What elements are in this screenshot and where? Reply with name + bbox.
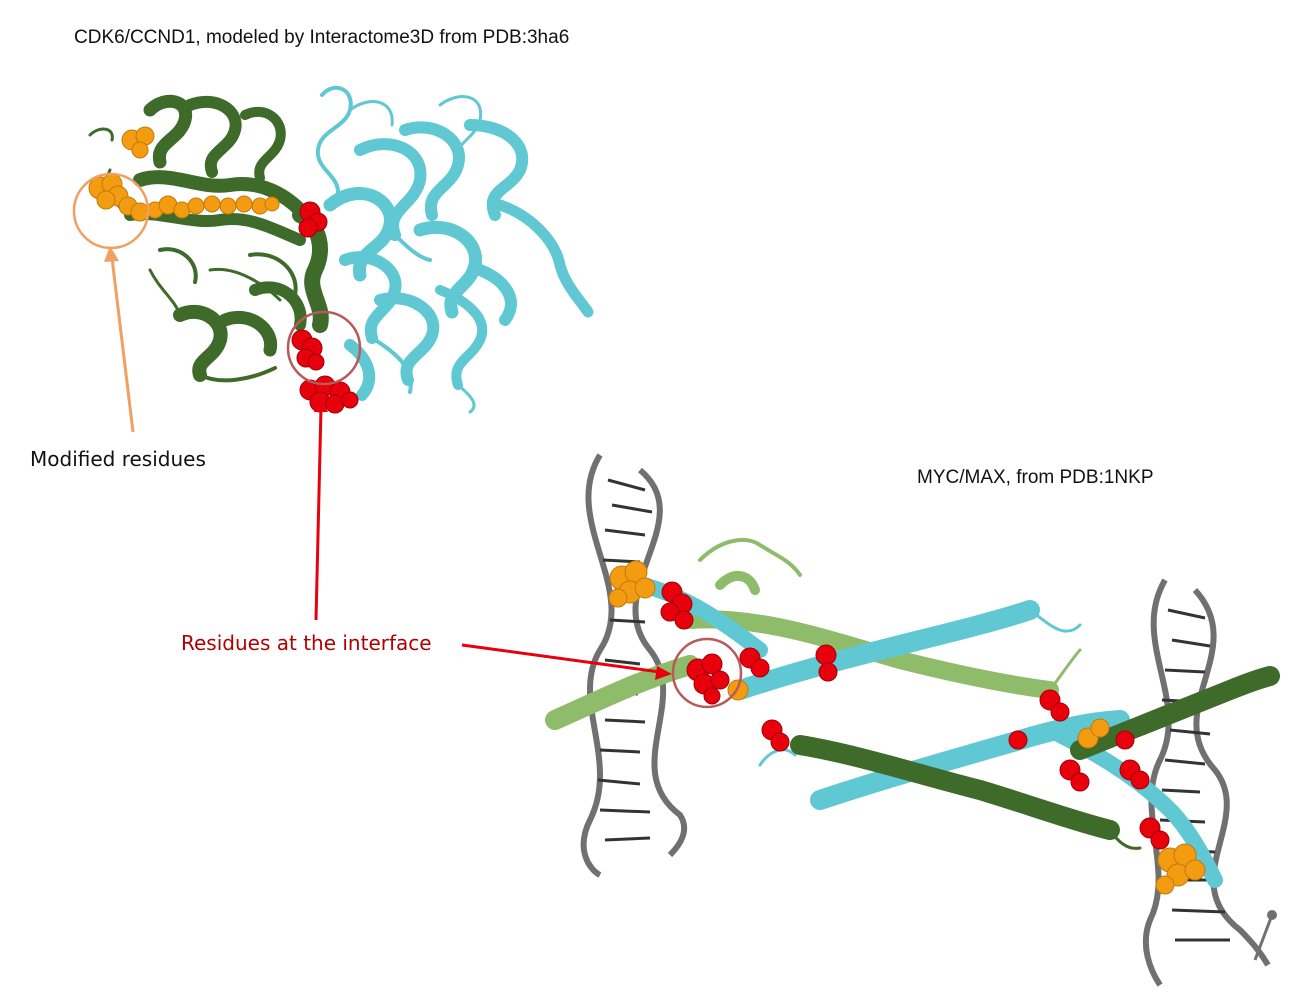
cdk6-ccnd1-title: CDK6/CCND1, modeled by Interactome3D fro…	[74, 27, 570, 48]
cdk6-interface-residues	[291, 201, 359, 414]
right-dna-helix	[1142, 578, 1277, 987]
myc-max-modified-residues	[608, 560, 1206, 895]
left-dna-helix	[580, 453, 688, 878]
myc-max-interface-residues	[660, 581, 1170, 850]
modified-residues-arrow	[104, 246, 135, 433]
myc-max-title: MYC/MAX, from PDB:1NKP	[917, 467, 1154, 488]
cdk6-modified-residues	[88, 126, 280, 222]
max-chain-dark-green	[790, 666, 1280, 850]
myc-max-interface-highlight-circle	[671, 637, 743, 709]
interface-residues-label: Residues at the interface	[181, 631, 432, 655]
ccnd1-chain	[315, 85, 594, 414]
myc-max-structure	[545, 453, 1280, 987]
modified-residues-label: Modified residues	[30, 447, 206, 471]
cdk6-ccnd1-structure	[72, 85, 594, 414]
interface-residue-highlight-circle	[286, 310, 362, 386]
interface-arrow-to-myc-max	[461, 643, 672, 680]
interface-arrow-to-cdk6	[314, 396, 328, 621]
